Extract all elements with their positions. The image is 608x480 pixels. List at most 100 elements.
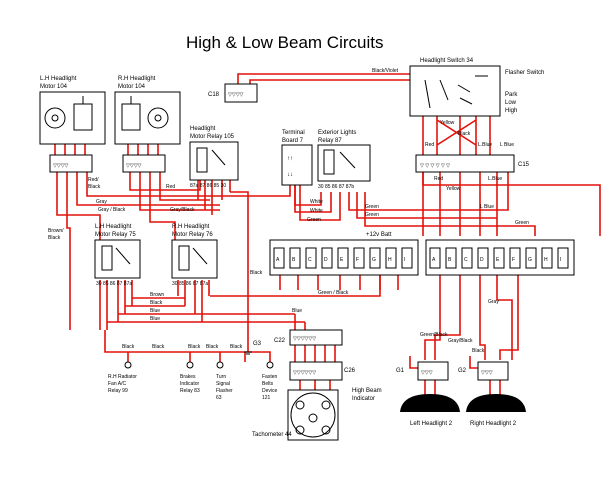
wire-lblue-1: L.Blue <box>478 142 492 148</box>
device-4-line-1: Fasten <box>262 374 278 380</box>
wire-yellow: Yellow <box>440 120 455 126</box>
wire-labels: Black/Violet Yellow Black Red L.Blue L B… <box>48 68 529 354</box>
relay-105-label-1: Headlight <box>190 126 216 132</box>
wire-gray-black-1: Gray / Black <box>98 207 126 213</box>
lh-motor-label-1: L.H Headlight <box>40 76 77 82</box>
device-3-line-3: Flasher <box>216 388 233 394</box>
wire-blue-3: Blue <box>292 308 302 314</box>
g1-label: G1 <box>396 368 405 374</box>
fuse-letter: I <box>404 257 405 263</box>
svg-text:▽▽▽: ▽▽▽ <box>421 370 433 376</box>
headlight-switch-label: Headlight Switch 34 <box>420 58 474 64</box>
wire-black-b4: Black <box>206 344 219 350</box>
relay-105-label-2: Motor Relay 105 <box>190 134 235 140</box>
svg-text:▽▽▽▽▽▽: ▽▽▽▽▽▽ <box>293 336 316 342</box>
low-label: Low <box>505 100 517 106</box>
wire-black-b1: Black <box>122 344 135 350</box>
wire-gray-r: Gray <box>488 299 499 305</box>
wire-gray-1: Gray <box>96 199 107 205</box>
park-label: Park <box>505 92 518 98</box>
lh-motor-label-2: Motor 104 <box>40 84 68 90</box>
left-headlight-connector: ▽▽▽ <box>417 361 449 381</box>
diagram-title: High & Low Beam Circuits <box>186 33 383 52</box>
fuse-slot <box>509 247 521 269</box>
bottom-device-connectors <box>124 361 274 369</box>
fuse-slot <box>429 247 441 269</box>
headlight-switch <box>409 65 501 117</box>
high-beam-indicator-1: High Beam <box>352 388 382 394</box>
wire-gray-black-3: Gray/Black <box>448 338 473 344</box>
lh-headlight-motor-relay-75 <box>94 239 141 279</box>
wire-black-low: Black <box>150 300 163 306</box>
fuse-letter: I <box>560 257 561 263</box>
wire-black-violet: Black/Violet <box>372 68 399 74</box>
ground-symbols <box>244 351 252 355</box>
wire-black-b3: Black <box>188 344 201 350</box>
c15-connector: ▽ ▽ ▽ ▽ ▽ ▽ <box>415 154 515 173</box>
svg-text:↓↓: ↓↓ <box>287 172 293 178</box>
fuse-letter: F <box>512 257 515 263</box>
wire-brown-black-1: Brown/ <box>48 228 64 234</box>
rh-motor-connector: ▽▽▽▽ <box>122 154 166 173</box>
fuse-slot <box>477 247 489 269</box>
lh-headlight-motor <box>39 91 106 145</box>
wire-lblue-2: L Blue <box>500 142 514 148</box>
wire-black-b2: Black <box>152 344 165 350</box>
fuse-letter: G <box>372 257 376 263</box>
c18-label: C18 <box>208 92 220 98</box>
device-4-line-3: Device <box>262 388 278 394</box>
wire-black-sw: Black <box>458 131 471 137</box>
fuse-slot <box>353 247 365 269</box>
g3-label: G3 <box>253 341 262 347</box>
relay-75-label-2: Motor Relay 75 <box>95 232 136 238</box>
device-3-line-4: 63 <box>216 395 222 401</box>
fuse-letter: A <box>432 257 436 263</box>
headlight-motor-relay-105 <box>189 141 239 181</box>
batt-label: +12v Batt <box>366 232 392 238</box>
wire-gray-black-2: Gray/Black <box>170 207 195 213</box>
wire-brown: Brown <box>150 292 164 298</box>
rh-motor-label-2: Motor 104 <box>118 84 146 90</box>
fuse-slot <box>369 247 381 269</box>
fuse-slot <box>557 247 569 269</box>
relay-76-label-2: Motor Relay 76 <box>172 232 213 238</box>
relay-75-pins: 30 85 86 87 87a <box>96 281 132 287</box>
fuse-slot <box>305 247 317 269</box>
fuse-letter: E <box>340 257 344 263</box>
fuse-letter: G <box>528 257 532 263</box>
wire-red-mid: Red <box>166 184 175 190</box>
device-1-line-3: Relay 99 <box>108 388 128 394</box>
svg-text:▽▽▽▽: ▽▽▽▽ <box>228 92 244 98</box>
device-1-line-2: Fan A/C <box>108 381 126 387</box>
fuse-slot <box>321 247 333 269</box>
device-4-line-2: Belts <box>262 381 274 387</box>
right-headlight-connector: ▽▽▽ <box>477 361 509 381</box>
wire-lblue-c15: L.Blue <box>488 176 502 182</box>
high-label: High <box>505 108 517 114</box>
device-4-line-4: 121 <box>262 395 271 401</box>
fuse-letter: D <box>480 257 484 263</box>
fuse-letter: B <box>448 257 452 263</box>
fuse-slot <box>445 247 457 269</box>
device-2-line-1: Brakes <box>180 374 196 380</box>
wire-red-sw: Red <box>425 142 434 148</box>
device-3-line-1: Turn <box>216 374 226 380</box>
fuse-letter: A <box>276 257 280 263</box>
wire-green-2: Green <box>365 204 379 210</box>
wire-green-black-2: Green/Black <box>420 332 448 338</box>
c22-label: C22 <box>274 338 286 344</box>
fuse-letter: F <box>356 257 359 263</box>
wire-green-1: Green <box>307 217 321 223</box>
relay-76-label-1: R.H Headlight <box>172 224 210 230</box>
left-headlight-label: Left Headlight 2 <box>410 421 453 427</box>
svg-text:▽▽▽▽: ▽▽▽▽ <box>126 163 142 169</box>
tachometer-44 <box>287 389 339 441</box>
relay-75-label-1: L.H Headlight <box>95 224 132 230</box>
wire-red-black-1: Red/ <box>88 177 99 183</box>
device-2-line-3: Relay 83 <box>180 388 200 394</box>
terminal-board-label-1: Terminal <box>282 130 305 136</box>
c22-connector: ▽▽▽▽▽▽ <box>289 329 343 346</box>
fuse-slot <box>273 247 285 269</box>
device-2-line-2: Indicator <box>180 381 200 387</box>
svg-text:▽▽▽▽▽▽: ▽▽▽▽▽▽ <box>293 370 316 376</box>
